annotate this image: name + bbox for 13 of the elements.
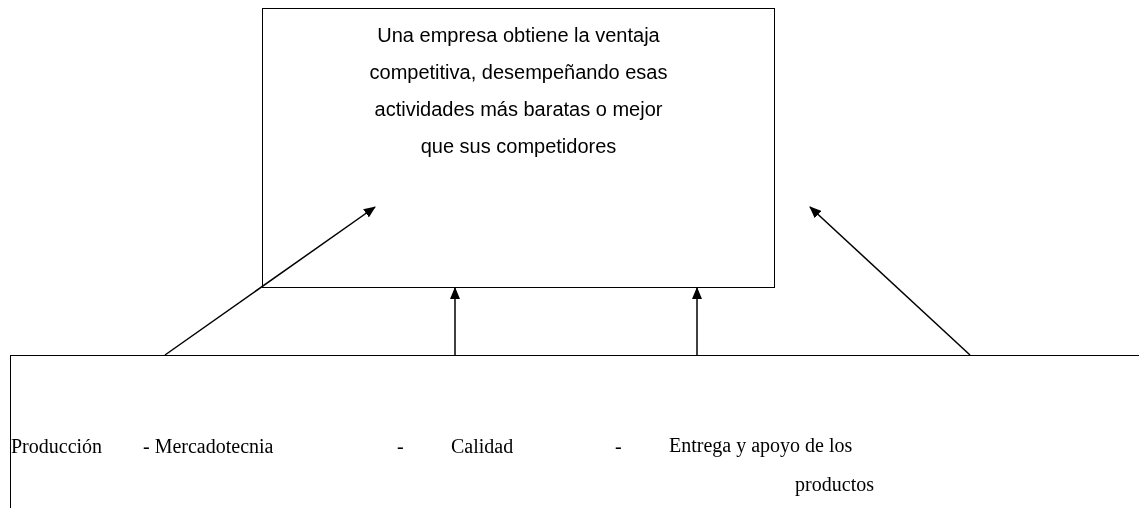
node-text: - Mercadotecnia [143,434,274,458]
node-text: - [397,434,404,458]
activities-box [10,355,1139,508]
node-text: - [615,434,622,458]
arrow [809,206,971,356]
node-text: Calidad [451,434,514,458]
node-text: Producción [11,434,103,458]
arrow [450,287,460,356]
arrow [164,206,376,356]
node-text: Una empresa obtiene la ventaja competitiva, desempeñando esas actividades más baratas o mejor que sus competidores [368,23,669,159]
arrow [692,287,702,356]
statement-box [262,8,775,288]
node-text: Entrega y apoyo de los productos [669,433,874,498]
